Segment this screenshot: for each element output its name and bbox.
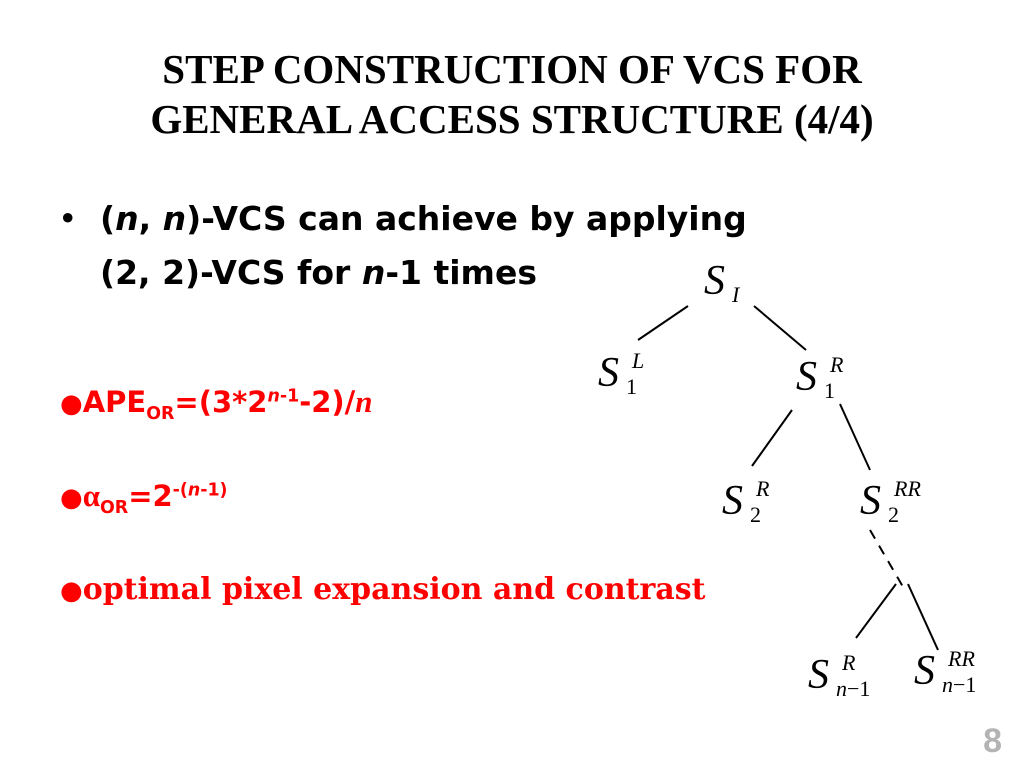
node-sn-r-sub-rest: −1 [847, 676, 871, 701]
alpha-equation: =2 [128, 479, 173, 513]
bullet-text: (n, n)-VCS can achieve by applying (2, 2… [100, 192, 747, 300]
ape-equation: =(3*2 [174, 385, 268, 419]
edge-root-s1r [753, 305, 807, 351]
title-line-2: GENERAL ACCESS STRUCTURE (4/4) [150, 96, 874, 142]
edge-branch-snr [855, 583, 897, 639]
node-s2-rr-sup: RR [894, 476, 921, 501]
edge-s1r-s2r [751, 409, 793, 467]
alpha-subscript: OR [100, 497, 129, 518]
edge-s2rr-dashed [869, 529, 907, 593]
node-s2-r-base: S [722, 478, 743, 524]
bullet-line-2-a: (2, 2)-VCS for [100, 253, 362, 292]
alpha-sup-a: -( [172, 480, 188, 501]
ape-formula: ●APEOR=(3*2n-1-2)/n [60, 384, 373, 424]
node-sn-r-sup: R [842, 650, 856, 675]
bullet-n-first: n [115, 199, 139, 238]
node-sn-rr-sup: RR [948, 646, 975, 671]
ape-sup-n: n [267, 386, 280, 407]
optimal-line: ●optimal pixel expansion and contrast [60, 572, 706, 607]
node-s2-r-sup: R [756, 476, 770, 501]
edge-root-s1l [637, 305, 689, 341]
ape-tail: -2)/ [299, 385, 356, 419]
bullet-n-second: n [162, 199, 187, 238]
ape-sup-rest: -1 [279, 386, 300, 407]
bullet-paren-open: ( [100, 199, 116, 238]
node-s1-l: S L 1 [598, 350, 644, 398]
node-sn-r-base: S [808, 652, 829, 698]
node-sn-r-sub: n−1 [836, 678, 870, 700]
node-s1-l-sup: L [632, 348, 645, 373]
node-s1-r: S R 1 [796, 354, 843, 402]
node-s-i-sub: I [732, 282, 740, 307]
node-s1-l-base: S [598, 350, 619, 396]
bullet-n-third: n [361, 253, 386, 292]
optimal-bullet: ● [60, 576, 83, 606]
alpha-sup-b: -1) [200, 480, 228, 501]
page-number: 8 [983, 722, 1002, 760]
ape-bullet: ● [60, 389, 83, 419]
slide-title: STEP CONSTRUCTION OF VCS FOR GENERAL ACC… [0, 44, 1024, 144]
node-sn-r-sub-n: n [836, 676, 847, 701]
bullet-line-2-b: -1 times [385, 253, 537, 292]
node-s2-r: S R 2 [722, 478, 769, 526]
node-sn-rr-sub-rest: −1 [953, 672, 977, 697]
node-s2-rr-sub: 2 [888, 502, 899, 527]
ape-subscript: OR [146, 403, 175, 424]
optimal-text: optimal pixel expansion and contrast [82, 572, 706, 607]
bullet-rest-line-1: )-VCS can achieve by applying [186, 199, 747, 238]
ape-n: n [355, 384, 373, 419]
alpha-symbol: α [82, 478, 100, 513]
title-line-1: STEP CONSTRUCTION OF VCS FOR [162, 46, 862, 92]
bullet-dot: • [58, 199, 78, 238]
alpha-bullet: ● [60, 483, 83, 513]
node-s1-r-sub: 1 [824, 378, 835, 403]
alpha-sup-n: n [187, 480, 201, 501]
node-sn-r: S R n−1 [808, 652, 870, 700]
node-s1-r-sup: R [830, 352, 844, 377]
node-s1-r-base: S [796, 354, 817, 400]
edge-s1r-s2rr [839, 403, 871, 471]
alpha-formula: ●αOR=2-(n-1) [60, 478, 228, 518]
node-s2-r-sub: 2 [750, 502, 761, 527]
ape-label: APE [82, 385, 147, 419]
node-s1-l-sub: 1 [626, 374, 637, 399]
node-s2-rr-base: S [860, 478, 881, 524]
node-sn-rr-sub: n−1 [942, 674, 976, 696]
node-sn-rr-sub-n: n [942, 672, 953, 697]
bullet-comma: , [138, 199, 163, 238]
node-s2-rr: S RR 2 [860, 478, 921, 526]
node-s-i: S I [704, 258, 739, 306]
edge-branch-snrr [907, 583, 939, 651]
node-sn-rr-base: S [914, 648, 935, 694]
node-sn-rr: S RR n−1 [914, 648, 976, 696]
node-s-i-base: S [704, 258, 725, 304]
